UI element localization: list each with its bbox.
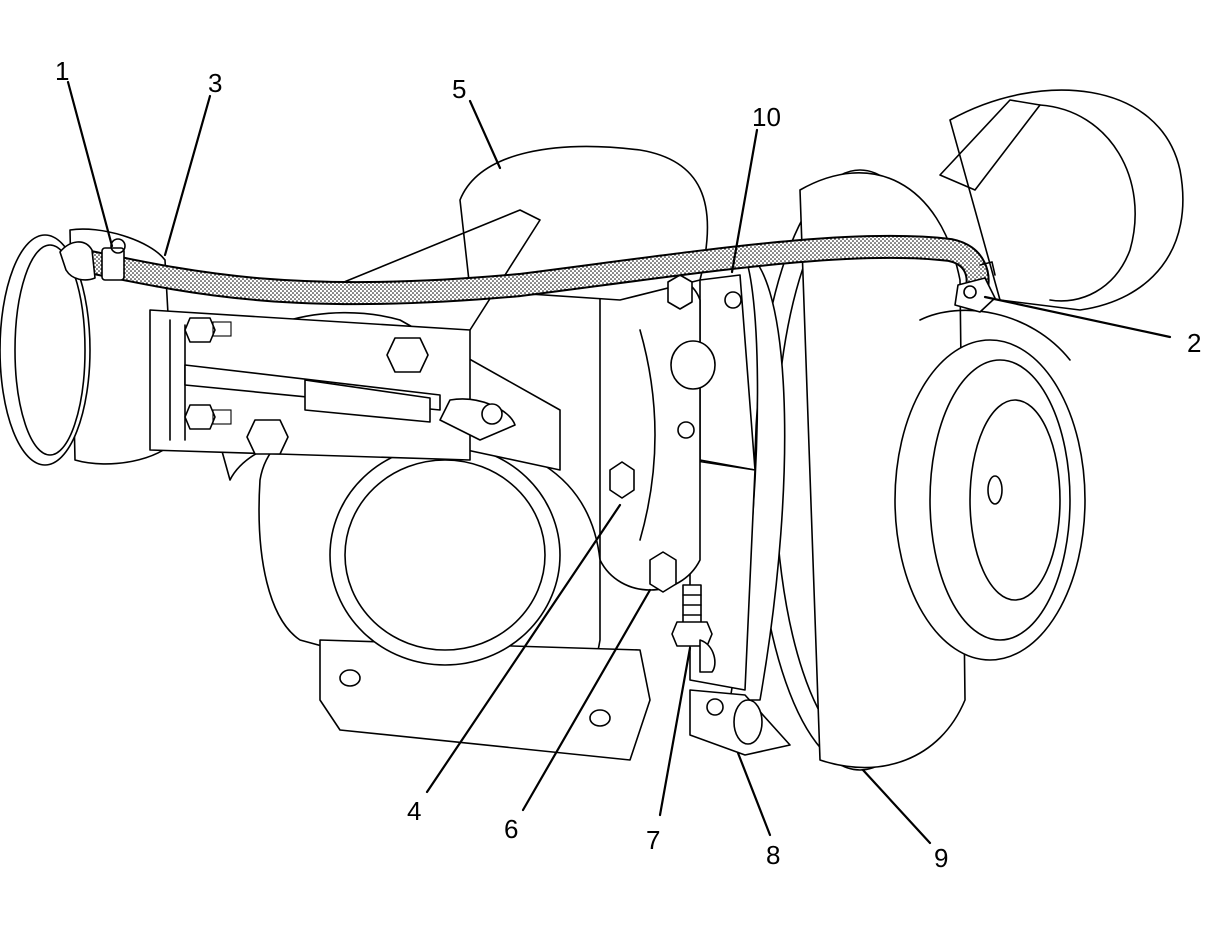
leader-8: [736, 751, 772, 837]
fitting-7: [671, 584, 716, 673]
leader-2: [983, 295, 1172, 339]
callout-9: 9: [934, 843, 948, 873]
leader-7: [658, 646, 692, 817]
bearing-housing: [599, 271, 716, 591]
callout-6: 6: [504, 814, 518, 844]
callout-2: 2: [1187, 328, 1201, 358]
leader-4: [425, 503, 622, 794]
callout-labels: 1 3 5 10 2 4 6 7 8 9: [55, 56, 1201, 873]
leader-9: [861, 768, 932, 845]
leader-6: [521, 588, 652, 812]
callout-5: 5: [452, 74, 466, 104]
callout-10: 10: [752, 102, 781, 132]
leader-10: [730, 128, 759, 274]
callout-1: 1: [55, 56, 69, 86]
center-flange: [689, 249, 791, 756]
leader-5: [468, 99, 502, 170]
compressor-housing: [754, 89, 1184, 771]
leader-1: [66, 80, 114, 248]
leader-lines: [66, 80, 1172, 845]
callout-8: 8: [766, 840, 780, 870]
oil-drain-hose: [59, 234, 996, 313]
exhaust-inlet: [0, 228, 516, 466]
callout-4: 4: [407, 796, 421, 826]
callout-7: 7: [646, 825, 660, 855]
callout-3: 3: [208, 68, 222, 98]
leader-3: [163, 94, 212, 257]
bolt-4: [609, 461, 635, 499]
